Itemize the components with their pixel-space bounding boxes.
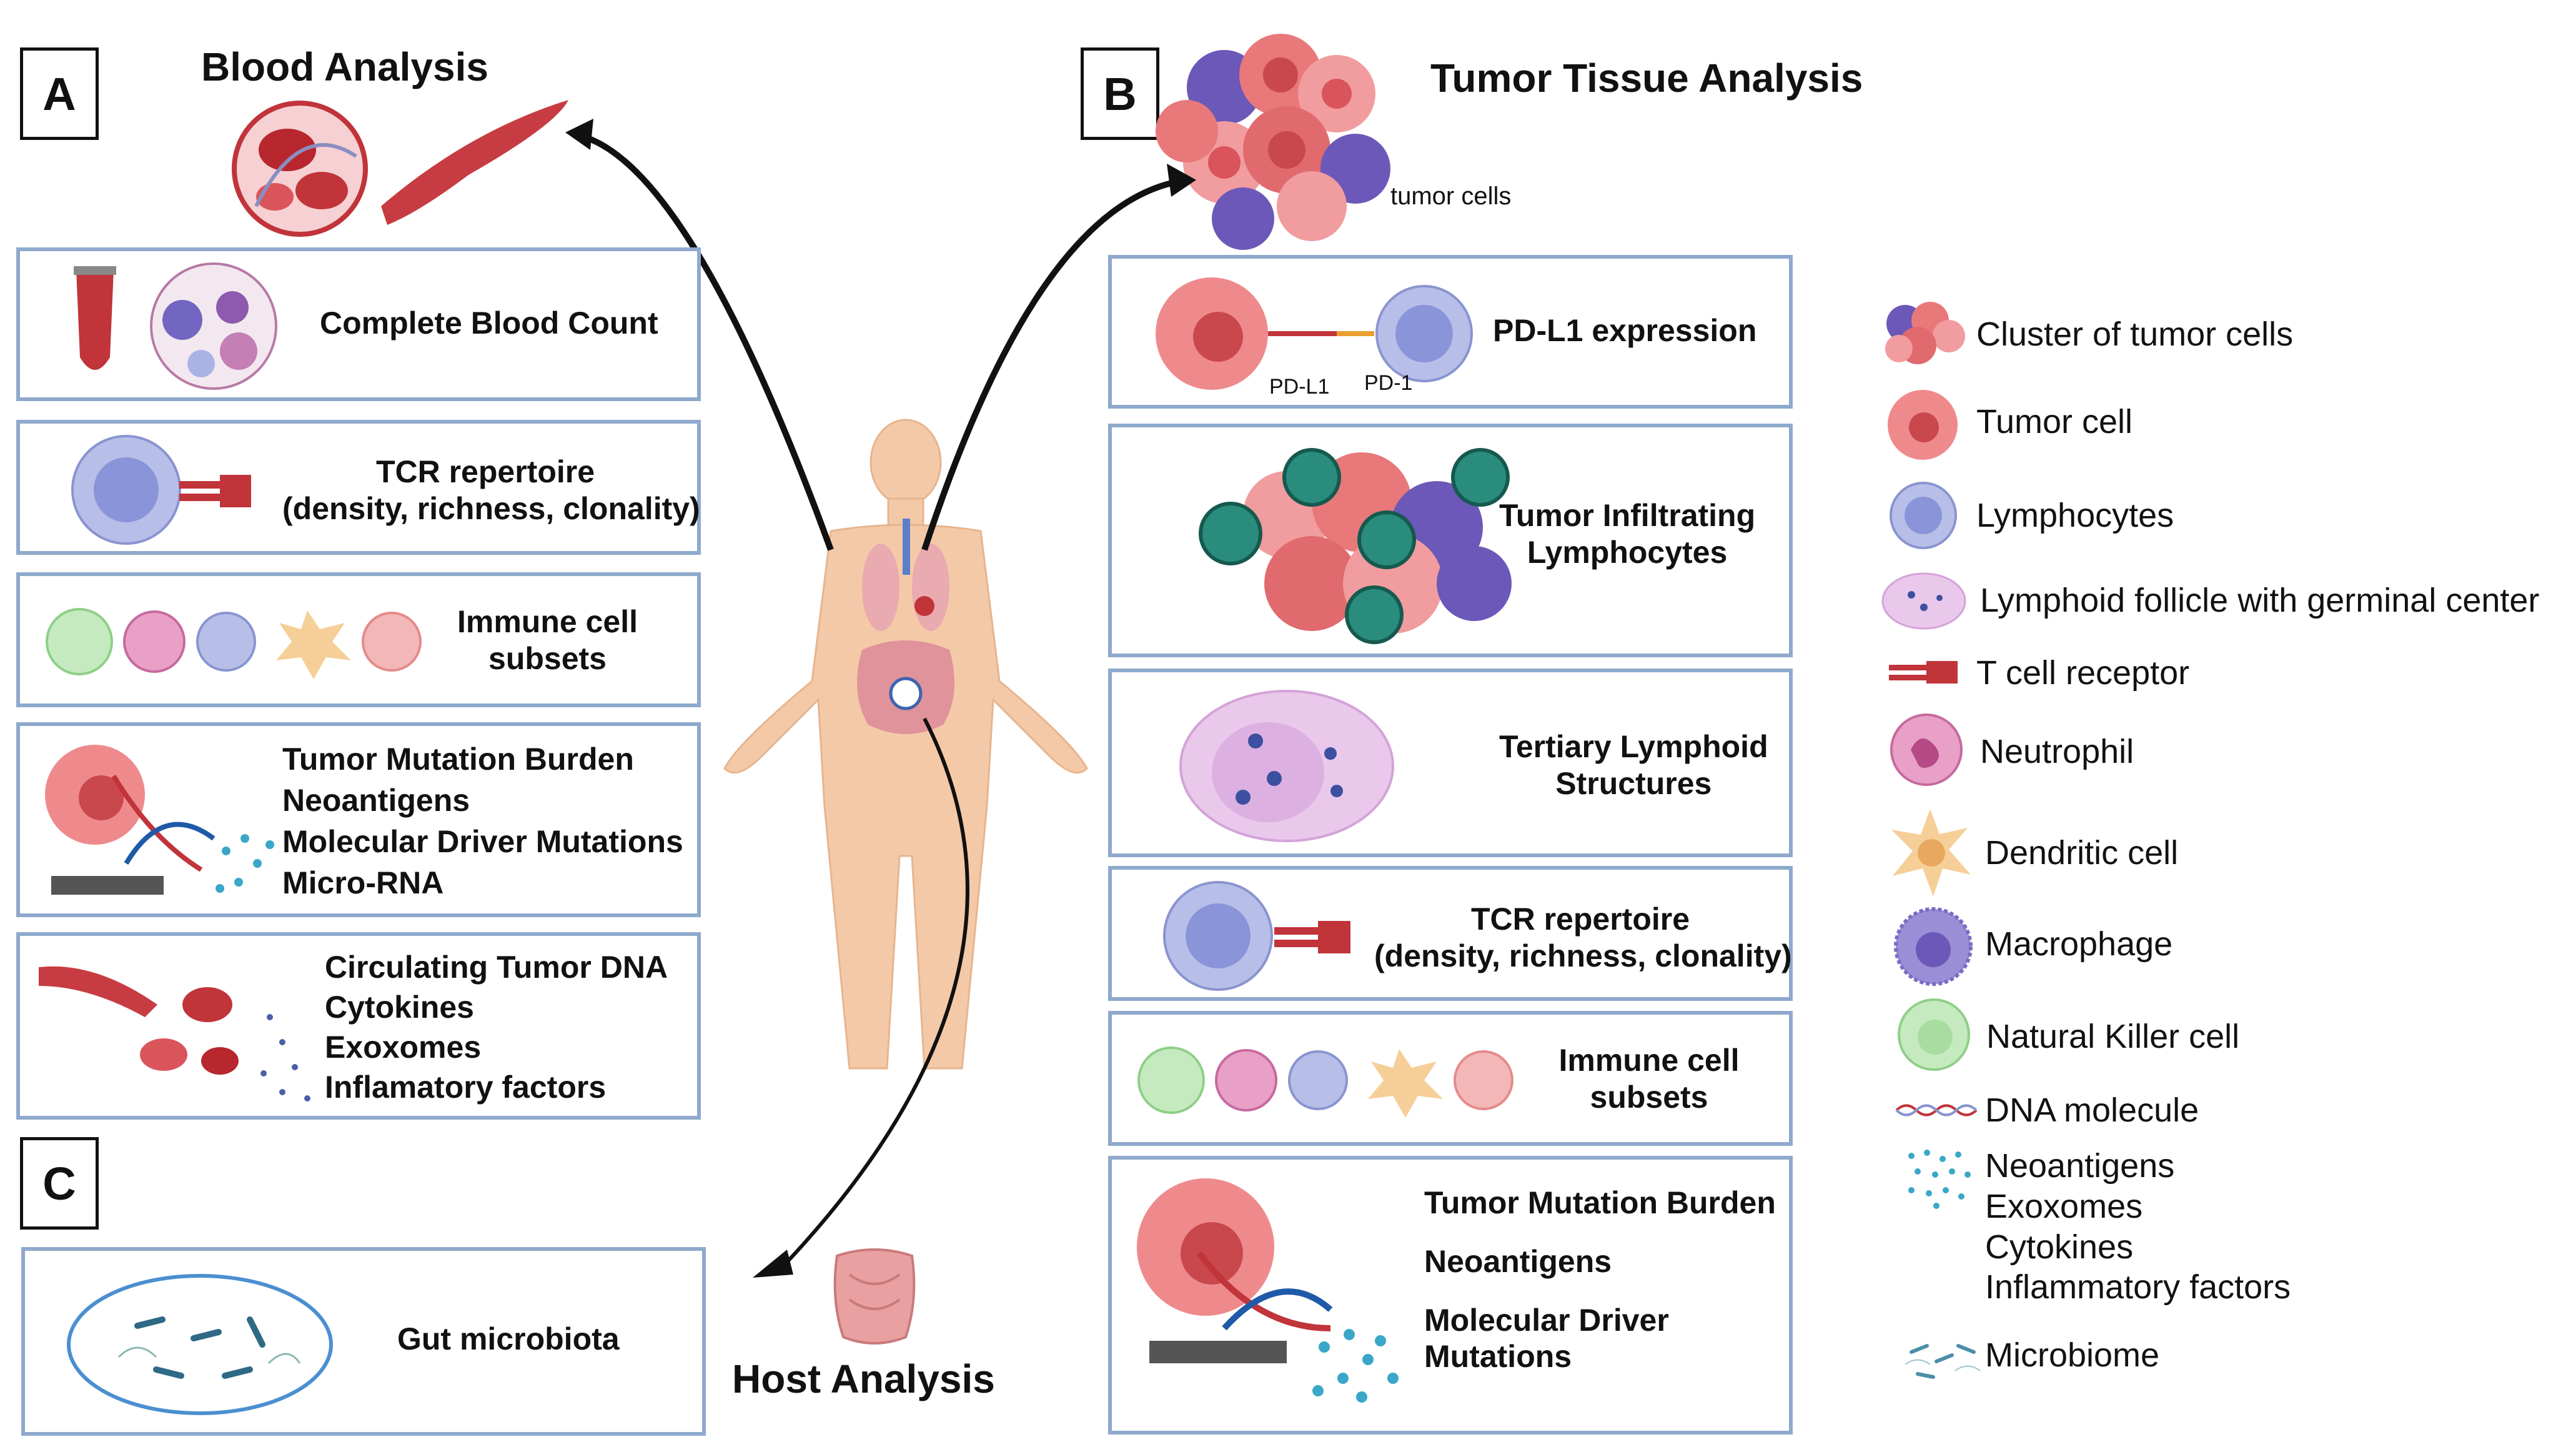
macrophage-icon	[1894, 907, 1973, 986]
legend-label: Lymphocytes	[1976, 497, 2174, 534]
legend-label: Macrophage	[1985, 925, 2173, 963]
tls-box: Tertiary Lymphoid Structures	[1108, 669, 1793, 857]
nk-cell-icon	[1898, 998, 1970, 1071]
ctdna-icon	[39, 966, 310, 1101]
lymphoid-follicle-large-icon	[1179, 690, 1394, 842]
lymphocyte-tcr-icon	[71, 435, 251, 545]
panel-c-label: C	[20, 1137, 99, 1230]
gut-microbiota-label: Gut microbiota	[397, 1321, 620, 1356]
til-label: Tumor Infiltrating Lymphocytes	[1499, 498, 1756, 570]
particles-icon	[1908, 1150, 1971, 1209]
blood-tube-icon	[74, 262, 277, 390]
legend-label: Lymphoid follicle with germinal center	[1980, 582, 2540, 619]
tumor-dna-icon	[45, 745, 274, 895]
pd-1-caption: PD-1	[1364, 371, 1413, 395]
pd-l1-icon	[1156, 277, 1473, 390]
tcr-repertoire-blood-box: TCR repertoire (density, richness, clona…	[16, 420, 701, 555]
tumor-mutation-blood-label: Tumor Mutation Burden Neoantigens Molecu…	[282, 742, 683, 900]
pd-l1-caption: PD-L1	[1269, 375, 1330, 399]
tumor-cell-icon	[1888, 390, 1958, 460]
ctdna-blood-label: Circulating Tumor DNA Cytokines Exoxomes…	[325, 950, 668, 1105]
neutrophil-icon	[1890, 714, 1963, 786]
microbiome-icon	[1905, 1344, 1981, 1379]
pd-l1-expression-label: PD-L1 expression	[1493, 313, 1757, 348]
tumor-cluster-icon	[1885, 302, 1965, 364]
immune-cell-subsets-blood-label: Immune cell subsets	[457, 604, 638, 676]
blood-vessel-icon	[232, 100, 568, 237]
intestine-icon	[833, 1248, 916, 1345]
gut-microbiota-icon	[67, 1274, 333, 1415]
legend-label: Microbiome	[1985, 1336, 2160, 1374]
legend-label: Natural Killer cell	[1986, 1018, 2240, 1055]
tumor-dna-tissue-icon	[1137, 1178, 1399, 1403]
tumor-cells-caption: tumor cells	[1390, 182, 1512, 210]
tumor-tissue-analysis-title: Tumor Tissue Analysis	[1430, 56, 1863, 101]
legend-label: T cell receptor	[1976, 654, 2190, 692]
ctdna-blood-box: Circulating Tumor DNA Cytokines Exoxomes…	[16, 932, 701, 1120]
tcr-repertoire-tumor-label: TCR repertoire (density, richness, clona…	[1374, 902, 1792, 973]
tcr-repertoire-tumor-box: TCR repertoire (density, richness, clona…	[1108, 866, 1793, 1001]
tumor-mutation-tissue-box: Tumor Mutation Burden Neoantigens Molecu…	[1108, 1156, 1793, 1435]
lymphoid-follicle-icon	[1881, 572, 1966, 630]
human-body-icon	[723, 419, 1088, 1070]
tumor-cluster-header-icon	[1156, 34, 1390, 250]
legend-label: DNA molecule	[1985, 1091, 2199, 1129]
legend-multi-label: Neoantigens Exoxomes Cytokines Inflammat…	[1985, 1147, 2291, 1306]
dendritic-cell-icon	[1891, 809, 1971, 897]
t-cell-receptor-icon	[1889, 661, 1958, 684]
tumor-mutation-tissue-label: Tumor Mutation Burden Neoantigens Molecu…	[1424, 1185, 1776, 1374]
blood-analysis-title: Blood Analysis	[201, 44, 488, 89]
dna-molecule-icon	[1895, 1104, 1978, 1116]
panel-a-label: A	[20, 47, 99, 140]
immune-cell-subsets-blood-box: Immune cell subsets	[16, 572, 701, 707]
immune-cells-row-icon	[46, 608, 422, 679]
til-box: Tumor Infiltrating Lymphocytes	[1108, 424, 1793, 657]
til-icon	[1199, 448, 1512, 644]
pd-l1-expression-box: PD-L1 PD-1 PD-L1 expression	[1108, 255, 1793, 409]
complete-blood-count-box: Complete Blood Count	[16, 247, 701, 401]
immune-cells-row-tumor-icon	[1137, 1047, 1513, 1118]
tumor-mutation-blood-box: Tumor Mutation Burden Neoantigens Molecu…	[16, 722, 701, 917]
lymphocyte-tcr-tumor-icon	[1163, 881, 1350, 991]
legend-label: Tumor cell	[1976, 403, 2133, 440]
host-analysis-title: Host Analysis	[732, 1356, 995, 1401]
immune-cell-subsets-tumor-label: Immune cell subsets	[1558, 1043, 1740, 1115]
legend-label: Dendritic cell	[1985, 834, 2179, 872]
immune-cell-subsets-tumor-box: Immune cell subsets	[1108, 1011, 1793, 1146]
panel-b-label: B	[1081, 47, 1159, 140]
tcr-repertoire-blood-label: TCR repertoire (density, richness, clona…	[282, 454, 700, 526]
legend-label: Cluster of tumor cells	[1976, 316, 2294, 353]
tls-label: Tertiary Lymphoid Structures	[1499, 729, 1768, 801]
complete-blood-count-label: Complete Blood Count	[320, 306, 658, 341]
gut-microbiota-box: Gut microbiota	[21, 1247, 706, 1436]
lymphocyte-icon	[1890, 482, 1957, 549]
legend-label: Neutrophil	[1980, 733, 2134, 770]
